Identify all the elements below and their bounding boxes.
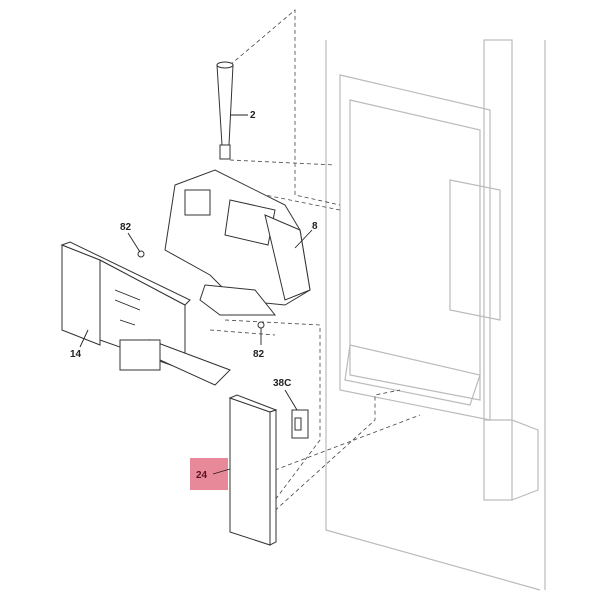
callout-label: 14 [70, 349, 82, 360]
callout-2[interactable]: 2 [230, 110, 256, 121]
callout-82-upper[interactable]: 82 [120, 222, 141, 253]
callout-8[interactable]: 8 [294, 221, 318, 249]
part-24-trim-panel [228, 394, 278, 546]
callout-24[interactable]: 24 [196, 468, 231, 481]
callout-label: 24 [196, 470, 208, 481]
screw-82-lower [257, 321, 265, 329]
callout-label: 38C [273, 378, 291, 389]
part-14-front-cover [60, 241, 231, 386]
part-8-housing [164, 169, 311, 316]
part-38C-switch [291, 409, 309, 439]
callout-label: 2 [250, 110, 256, 121]
callout-38C[interactable]: 38C [273, 378, 298, 411]
callout-label: 82 [120, 222, 132, 233]
screw-82-upper [137, 250, 145, 258]
callout-82-lower[interactable]: 82 [253, 328, 265, 360]
callout-14[interactable]: 14 [70, 329, 89, 360]
part-2-actuator [216, 61, 234, 160]
callout-label: 82 [253, 349, 265, 360]
callout-label: 8 [312, 221, 318, 232]
refrigerator-door [325, 39, 546, 591]
highlight-box-24 [190, 458, 228, 490]
